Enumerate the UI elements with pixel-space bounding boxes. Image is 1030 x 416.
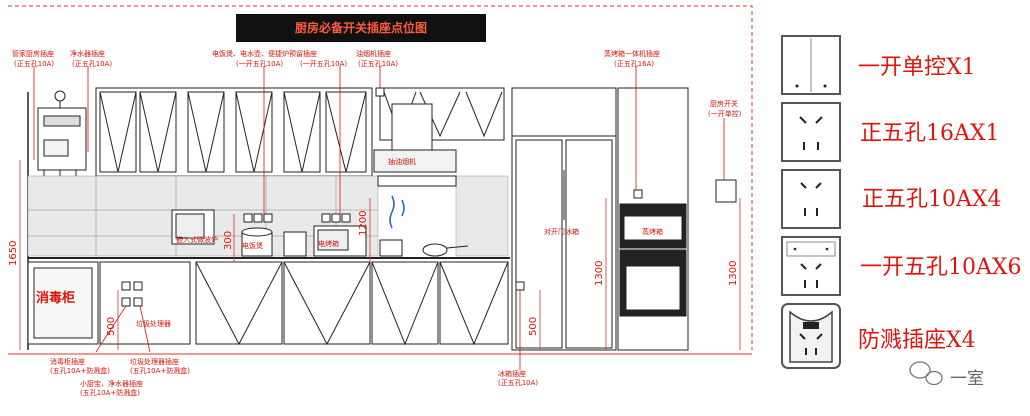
- leader-lines: [33, 66, 725, 370]
- watermark: 一室: [909, 361, 984, 389]
- dimension-500-right: 500: [528, 317, 539, 336]
- wechat-icon: [909, 361, 943, 386]
- legend: 一开单控X1 正五孔16AX1 正五孔10AX4 一开五孔10AX: [781, 35, 1022, 369]
- range-hood: [373, 103, 457, 187]
- disposer-label: 垃圾处理器: [136, 319, 171, 328]
- legend-label-single-switch: 一开单控X1: [858, 55, 976, 80]
- legend-label-switched-socket: 一开五孔10AX6: [860, 255, 1022, 280]
- wall-sockets: [121, 87, 737, 307]
- sink-left-socket-label: 消毒柜插座: [50, 357, 85, 366]
- legend-item-10a-socket: 正五孔10AX4: [781, 169, 1002, 229]
- small-kitchen-socket-label: 小厨宝、净水器插座: [80, 379, 143, 388]
- steam-oven-socket-spec: (正五孔16A): [614, 60, 654, 68]
- legend-item-single-switch: 一开单控X1: [781, 35, 976, 95]
- rice-cooker-label: 电饭煲: [242, 241, 263, 250]
- lower-cabinets: [27, 261, 509, 346]
- legend-item-splash-socket: 防溅插座X4: [781, 303, 976, 369]
- oven-tower: [617, 87, 689, 351]
- fridge-label: 对开门冰箱: [544, 227, 579, 236]
- light-switch-label: 厨房开关: [710, 99, 738, 108]
- appliance-socket-spec-1: (一开五孔10A): [236, 60, 283, 68]
- mini-oven-label: 电烤箱: [318, 239, 339, 248]
- steam-oven-socket-label: 蒸烤箱一体机插座: [604, 49, 660, 58]
- small-kitchen-socket-spec: (五孔10A+防溅盒): [80, 388, 140, 397]
- light-switch-spec: (一开单控): [708, 109, 742, 118]
- five-hole-socket-16a-icon: [781, 102, 841, 162]
- title-block: [236, 14, 486, 42]
- legend-item-16a-socket: 正五孔16AX1: [781, 102, 1000, 162]
- counter-appliances: [171, 209, 469, 257]
- dimension-1300-switch: 1300: [728, 261, 739, 286]
- watermark-text: 一室: [950, 369, 984, 389]
- dimension-1650: 1650: [8, 241, 19, 266]
- sink-right-socket-label: 垃圾处理器插座: [130, 357, 179, 366]
- dimension-500-left: 500: [106, 317, 117, 336]
- disinfect-cabinet-label: 消毒柜: [36, 290, 75, 306]
- legend-item-switched-socket: 一开五孔10AX6: [781, 236, 1022, 296]
- hood-socket-spec: (正五孔10A): [358, 60, 398, 68]
- legend-label-10a-socket: 正五孔10AX4: [862, 187, 1002, 212]
- microwave-label: 嵌入式微波炉: [176, 235, 218, 244]
- sink-right-socket-spec: (五孔10A+防溅盒): [130, 366, 190, 375]
- oven-label: 蒸烤箱: [642, 227, 663, 236]
- dimension-1200: 1200: [358, 211, 369, 236]
- legend-label-splash-socket: 防溅插座X4: [858, 328, 976, 353]
- upper-cabinets: [95, 87, 505, 177]
- steam-marks: [389, 195, 405, 229]
- appliance-socket-label: 电饭煲、电水壶、便捷炉预留插座: [212, 49, 317, 58]
- outer-frame: [8, 5, 753, 350]
- hood-socket-label: 油烟机插座: [356, 49, 391, 58]
- dimension-300: 300: [223, 231, 234, 250]
- heater-socket-spec: (正五孔10A): [14, 60, 54, 68]
- dimension-lines: [19, 160, 741, 350]
- water-heater: [37, 90, 87, 190]
- refrigerator: [511, 87, 617, 351]
- hood-label: 抽油烟机: [388, 157, 416, 166]
- purifier-socket-spec: (正五孔10A): [72, 60, 112, 68]
- diagram-title: 厨房必备开关插座点位图: [295, 20, 427, 35]
- dimension-1300-oven: 1300: [594, 261, 605, 286]
- appliance-socket-spec-2: (一开五孔10A): [300, 60, 347, 68]
- fridge-socket-label: 冰箱插座: [498, 369, 526, 378]
- fridge-socket-spec: (正五孔10A): [498, 379, 538, 387]
- purifier-socket-label: 净水器插座: [70, 49, 105, 58]
- heater-socket-label: 管家厨房插座: [12, 49, 54, 58]
- five-hole-socket-10a-icon: [781, 169, 841, 229]
- legend-label-16a-socket: 正五孔16AX1: [860, 121, 1000, 146]
- sink-left-socket-spec: (五孔10A+防溅盒): [50, 366, 110, 375]
